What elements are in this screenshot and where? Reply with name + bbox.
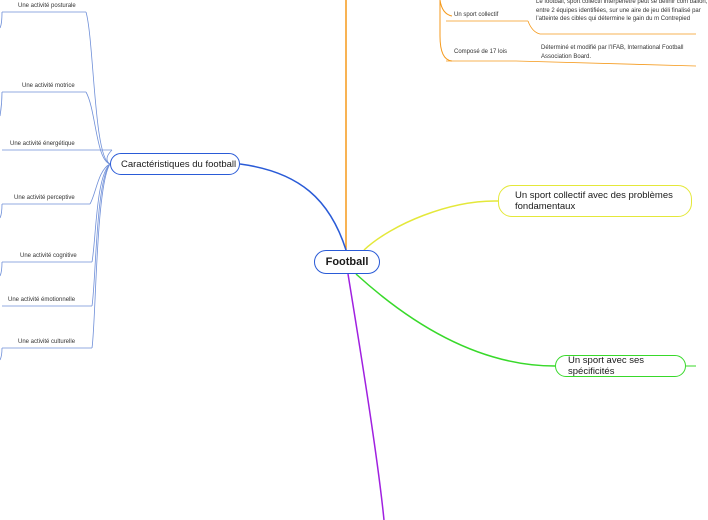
leaf-emotionnelle[interactable]: Une activité émotionnelle	[8, 297, 76, 303]
note-sport-collectif: Le football, sport collectif interpénétr…	[536, 0, 708, 22]
leaf-17-lois[interactable]: Composé de 17 lois	[454, 49, 508, 55]
leaf-culturelle[interactable]: Une activité culturelle	[18, 339, 76, 345]
root-node[interactable]: Football	[314, 250, 380, 274]
leaf-motrice[interactable]: Une activité motrice	[22, 83, 75, 89]
branch-label: Un sport avec ses spécificités	[568, 355, 645, 377]
leaf-posturale[interactable]: Une activité posturale	[18, 3, 76, 9]
leaf-cognitive[interactable]: Une activité cognitive	[20, 253, 77, 259]
branch-label: Un sport collectif avec des problèmes fo…	[515, 190, 673, 212]
branch-caracteristiques[interactable]: Caractéristiques du football	[110, 153, 240, 175]
leaf-energetique[interactable]: Une activité énergétique	[10, 141, 75, 147]
note-ifab: Déterminé et modifié par l’IFAB, Interna…	[541, 45, 684, 60]
leaf-perceptive[interactable]: Une activité perceptive	[14, 195, 75, 201]
branch-specificites[interactable]: Un sport avec ses spécificités	[555, 355, 686, 377]
leaf-sport-collectif[interactable]: Un sport collectif	[454, 12, 499, 18]
branch-problemes-fondamentaux[interactable]: Un sport collectif avec des problèmes fo…	[498, 185, 692, 217]
branch-label: Caractéristiques du football	[121, 158, 237, 170]
